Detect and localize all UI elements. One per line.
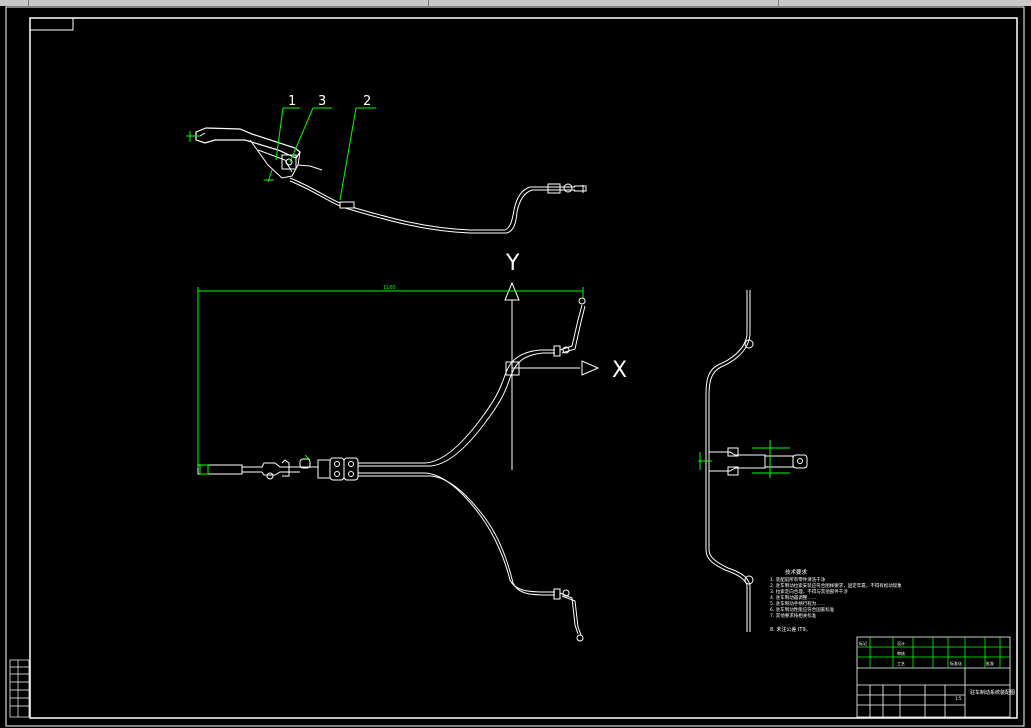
- title-block: [856, 636, 1011, 718]
- note-item: 6. 驻车制动性能应符合国家标准: [770, 606, 835, 613]
- callout-3: 3: [318, 94, 326, 109]
- title-block-title: 驻车制动系统装配图: [970, 689, 1015, 696]
- title-block-cell: 标记: [859, 640, 867, 646]
- notes-title: 技术要求: [785, 568, 808, 576]
- title-block-cell: 标准化: [950, 660, 962, 666]
- axis-label-x: X: [612, 358, 627, 383]
- callout-leaders: [275, 107, 376, 201]
- axis-label-y: Y: [505, 251, 520, 276]
- dimension-1160: [197, 287, 584, 468]
- cad-toolbar-strip: [0, 0, 1031, 6]
- note-item: 2. 驻车制动拉索安装应符合图样要求，固定牢靠，不得有松动现象: [770, 582, 902, 589]
- callout-2: 2: [363, 94, 371, 109]
- toolbar-segment[interactable]: [428, 0, 779, 6]
- handbrake-lever-view: [186, 127, 587, 234]
- title-block-cell: 审核: [897, 650, 905, 656]
- note-item: 5. 驻车制动手柄行程为……: [770, 600, 825, 607]
- plan-view-cables: [197, 281, 600, 642]
- outer-frame: [5, 6, 1025, 727]
- note-item: 8. 未注公差 IT9。: [770, 626, 811, 633]
- title-block-scale: 1:5: [955, 696, 962, 701]
- drawing-number-box: [29, 17, 74, 31]
- title-block-cell: 批准: [986, 660, 994, 666]
- note-item: 7. 其他要求按相关标准: [770, 612, 817, 619]
- drawing-border: [29, 17, 1018, 719]
- note-item: 3. 拉索走向合理，不得与其他部件干涉: [770, 588, 848, 595]
- side-view-leaders: [698, 440, 790, 478]
- toolbar-segment[interactable]: [0, 0, 29, 6]
- title-block-cell: 设计: [897, 640, 905, 646]
- callout-1: 1: [288, 94, 296, 109]
- title-block-cell: 工艺: [897, 661, 905, 666]
- technical-notes: 技术要求 1. 装配前所有零件清洗干净 2. 驻车制动拉索安装应符合图样要求，固…: [770, 568, 902, 633]
- toolbar-segment[interactable]: [28, 0, 429, 6]
- side-view-cables: [705, 290, 808, 632]
- left-revision-table: [9, 659, 30, 718]
- note-item: 4. 驻车制动器调整……: [770, 594, 816, 601]
- note-item: 1. 装配前所有零件清洗干净: [770, 576, 826, 583]
- dimension-text: 1160: [383, 285, 396, 291]
